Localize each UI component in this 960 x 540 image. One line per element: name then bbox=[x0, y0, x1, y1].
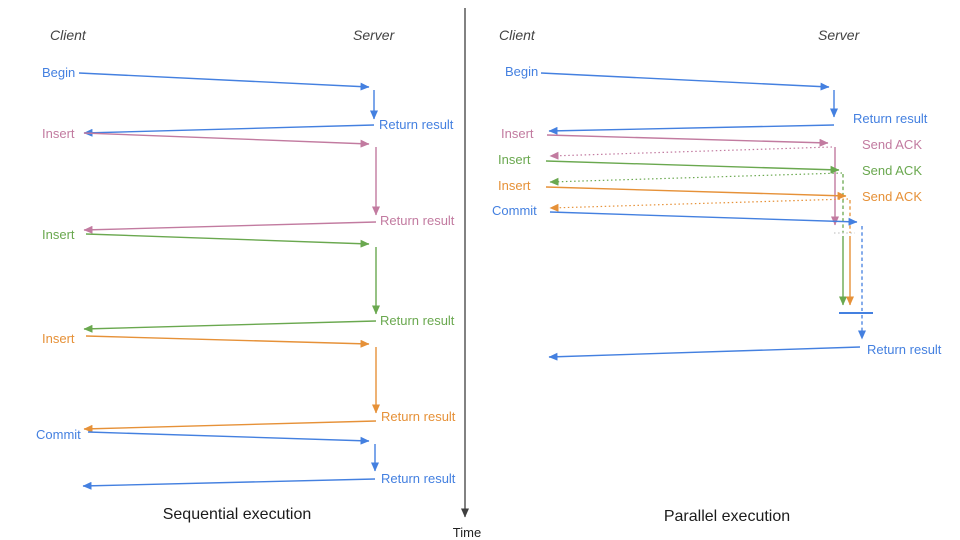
right-commit-label: Commit bbox=[492, 203, 537, 218]
left-commit-label: Commit bbox=[36, 427, 81, 442]
sequential-diagram: Client Server Begin Return result Insert… bbox=[36, 27, 456, 523]
right-begin-request-arrow bbox=[540, 72, 830, 91]
right-final-return-label: Return result bbox=[867, 342, 942, 357]
left-begin-response-arrow bbox=[83, 124, 375, 137]
left-insert2-return-label: Return result bbox=[380, 313, 455, 328]
left-insert2-request-arrow bbox=[85, 233, 370, 248]
left-client-header: Client bbox=[50, 27, 87, 43]
left-insert3-response-arrow bbox=[83, 420, 377, 433]
left-insert2-response-arrow bbox=[83, 320, 377, 333]
left-begin-label: Begin bbox=[42, 65, 75, 80]
right-insert3-label: Insert bbox=[498, 178, 531, 193]
right-commit-request-arrow bbox=[549, 211, 858, 226]
left-commit-request-arrow bbox=[87, 431, 370, 445]
left-begin-return-label: Return result bbox=[379, 117, 454, 132]
right-client-header: Client bbox=[499, 27, 536, 43]
left-insert2-label: Insert bbox=[42, 227, 75, 242]
left-commit-response-arrow bbox=[82, 478, 376, 490]
right-insert3-ack-label: Send ACK bbox=[862, 189, 922, 204]
parallel-diagram: Client Server Begin Return result Insert… bbox=[492, 27, 942, 525]
right-insert1-ack-label: Send ACK bbox=[862, 137, 922, 152]
parallel-title: Parallel execution bbox=[664, 508, 790, 525]
right-insert3-ack-arrow bbox=[549, 198, 849, 212]
right-server-header: Server bbox=[818, 27, 861, 43]
left-insert1-response-arrow bbox=[83, 221, 377, 234]
left-commit-return-label: Return result bbox=[381, 471, 456, 486]
left-insert1-label: Insert bbox=[42, 126, 75, 141]
left-insert3-request-arrow bbox=[85, 335, 370, 348]
right-insert2-ack-label: Send ACK bbox=[862, 163, 922, 178]
time-axis-label: Time bbox=[453, 525, 481, 540]
right-insert2-request-arrow bbox=[545, 160, 840, 174]
right-insert2-label: Insert bbox=[498, 152, 531, 167]
right-insert3-request-arrow bbox=[545, 186, 847, 200]
sequential-title: Sequential execution bbox=[163, 506, 312, 523]
left-begin-request-arrow bbox=[78, 72, 370, 91]
left-insert1-request-arrow bbox=[83, 132, 370, 148]
right-insert1-request-arrow bbox=[546, 134, 829, 147]
right-begin-label: Begin bbox=[505, 64, 538, 79]
right-insert1-ack-arrow bbox=[549, 146, 833, 160]
left-insert3-label: Insert bbox=[42, 331, 75, 346]
right-insert1-label: Insert bbox=[501, 126, 534, 141]
right-begin-response-arrow bbox=[548, 124, 835, 135]
left-insert3-return-label: Return result bbox=[381, 409, 456, 424]
left-insert1-return-label: Return result bbox=[380, 213, 455, 228]
time-axis: Time bbox=[453, 8, 481, 540]
left-server-header: Server bbox=[353, 27, 396, 43]
right-insert2-ack-arrow bbox=[549, 172, 843, 186]
right-final-response-arrow bbox=[548, 346, 861, 361]
right-begin-return-label: Return result bbox=[853, 111, 928, 126]
